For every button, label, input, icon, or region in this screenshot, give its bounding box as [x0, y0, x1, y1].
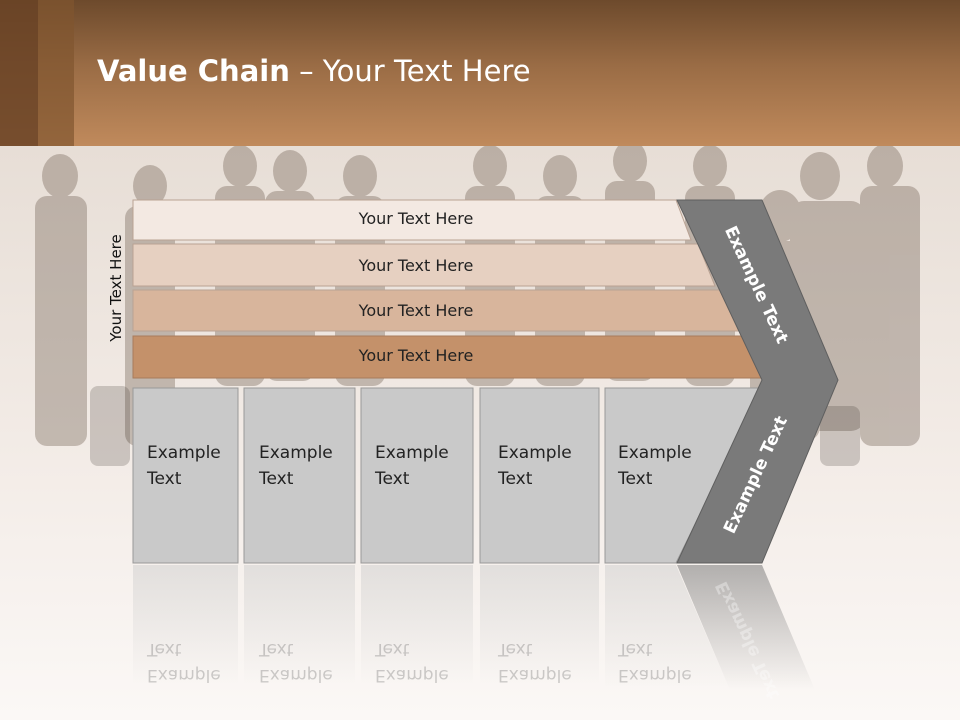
column-box-1	[132, 387, 239, 564]
column-1-line-2: Text	[147, 469, 182, 489]
column-1-reflection-line-1: Example	[147, 665, 221, 685]
column-3-reflection-line-1: Example	[375, 665, 449, 685]
column-5-reflection: Example Text	[618, 636, 692, 688]
reflection-2	[244, 565, 355, 685]
reflection-5	[605, 565, 730, 690]
title-bold: Value Chain	[97, 54, 290, 88]
band-2-label: Your Text Here	[358, 256, 474, 275]
reflection-4	[480, 565, 599, 685]
slide-title: Value Chain – Your Text Here	[97, 54, 531, 88]
column-box-2	[243, 387, 356, 564]
column-1-line-1: Example	[147, 443, 221, 463]
chevron-arrow	[676, 199, 839, 564]
column-3-line-2: Text	[375, 469, 410, 489]
column-3-reflection-line-2: Text	[375, 639, 410, 659]
title-rest: – Your Text Here	[289, 54, 531, 88]
column-2-line-2: Text	[259, 469, 294, 489]
column-box-3	[360, 387, 474, 564]
column-4-line-1: Example	[498, 443, 572, 463]
reflection-1	[133, 565, 238, 685]
reflection-chevron	[677, 565, 815, 690]
column-3-line-1: Example	[375, 443, 449, 463]
column-4-reflection-line-1: Example	[498, 665, 572, 685]
column-box-5	[604, 387, 763, 564]
column-5-line-1: Example	[618, 443, 692, 463]
column-4-reflection: Example Text	[498, 636, 572, 688]
band-1	[132, 199, 692, 241]
band-4-label: Your Text Here	[358, 346, 474, 365]
reflection-3	[361, 565, 473, 685]
column-2-reflection: Example Text	[259, 636, 333, 688]
column-2-line-1: Example	[259, 443, 333, 463]
column-5-reflection-line-1: Example	[618, 665, 692, 685]
slide-header: Value Chain – Your Text Here	[0, 0, 960, 146]
column-3-reflection: Example Text	[375, 636, 449, 688]
column-1-reflection-line-2: Text	[147, 639, 182, 659]
column-2-reflection-line-1: Example	[259, 665, 333, 685]
column-1-reflection: Example Text	[147, 636, 221, 688]
band-3-label: Your Text Here	[358, 301, 474, 320]
column-4-line-2: Text	[498, 469, 533, 489]
band-1-label: Your Text Here	[358, 209, 474, 228]
column-4-reflection-line-2: Text	[498, 639, 533, 659]
column-2-reflection-line-2: Text	[259, 639, 294, 659]
column-5-reflection-line-2: Text	[618, 639, 653, 659]
column-box-4	[479, 387, 600, 564]
header-accent-strip-2	[38, 0, 74, 146]
header-accent-strip	[0, 0, 38, 146]
band-2	[132, 243, 716, 287]
column-5-line-2: Text	[618, 469, 653, 489]
